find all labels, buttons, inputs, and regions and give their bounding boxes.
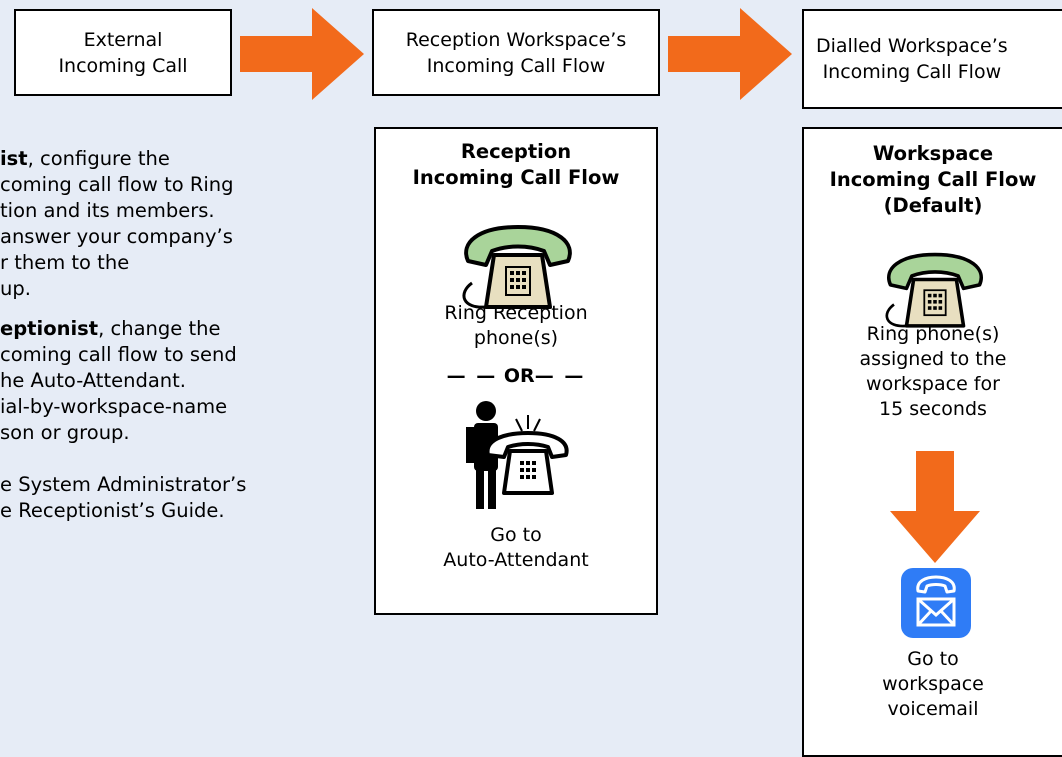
workspace-panel-title: Workspace Incoming Call Flow (Default) <box>804 141 1062 219</box>
text-line: coming call flow to send <box>0 343 237 366</box>
text-line: e System Administrator’s <box>0 473 247 496</box>
emphasis-text: ist <box>0 147 28 170</box>
ring-workspace-caption: Ring phone(s) assigned to the workspace … <box>804 322 1062 422</box>
workspace-call-flow-panel: Workspace Incoming Call Flow (Default) R… <box>802 127 1062 757</box>
caption-line: 15 seconds <box>879 398 987 420</box>
caption-line: Auto-Attendant <box>443 549 589 571</box>
caption-line: Go to <box>490 524 542 546</box>
step-reception-flow-box: Reception Workspace’s Incoming Call Flow <box>372 9 660 96</box>
text-line: coming call flow to Ring <box>0 173 234 196</box>
text-line: he Auto-Attendant. <box>0 369 186 392</box>
step-external-call-line1: External <box>83 28 163 51</box>
text-line: tion and its members. <box>0 199 215 222</box>
caption-line: assigned to the <box>859 348 1007 370</box>
step-external-call-line2: Incoming Call <box>58 54 188 77</box>
phone-icon <box>885 252 983 328</box>
step-external-call-box: External Incoming Call <box>14 9 232 96</box>
emphasis-text: eptionist <box>0 317 99 340</box>
ring-reception-caption: Ring Reception phone(s) <box>376 301 656 351</box>
title-line: (Default) <box>883 194 983 217</box>
reception-panel-title: Reception Incoming Call Flow <box>376 139 656 191</box>
caption-line: Ring phone(s) <box>866 323 1000 345</box>
caption-line: Ring Reception <box>444 302 588 324</box>
text-line: , configure the <box>27 147 170 170</box>
down-arrow-icon <box>890 451 980 563</box>
instructions-text: ist, configure the coming call flow to R… <box>0 146 340 538</box>
step-dialled-workspace-line2: Incoming Call Flow <box>822 61 1002 83</box>
text-line: e Receptionist’s Guide. <box>0 499 225 522</box>
text-line: son or group. <box>0 421 130 444</box>
text-line: , change the <box>98 317 221 340</box>
step-dialled-workspace-box: Dialled Workspace’s Incoming Call Flow <box>802 9 1062 109</box>
title-line: Incoming Call Flow <box>829 168 1037 191</box>
caption-line: Go to <box>907 648 959 670</box>
reception-call-flow-panel: Reception Incoming Call Flow Ring Recept… <box>374 127 658 615</box>
voicemail-caption: Go to workspace voicemail <box>804 647 1062 722</box>
auto-attendant-caption: Go to Auto-Attendant <box>376 523 656 573</box>
step-dialled-workspace-line1: Dialled Workspace’s <box>816 35 1008 57</box>
text-line: ial-by-workspace-name <box>0 395 228 418</box>
caption-line: workspace <box>882 673 984 695</box>
step-reception-flow-line1: Reception Workspace’s <box>405 28 627 51</box>
right-arrow-icon <box>668 8 792 100</box>
voicemail-icon <box>901 568 971 638</box>
right-arrow-icon <box>240 8 364 100</box>
phone-icon <box>462 225 572 309</box>
title-line: Incoming Call Flow <box>412 166 620 189</box>
caption-line: phone(s) <box>473 327 559 349</box>
title-line: Workspace <box>872 142 994 165</box>
text-line: answer your company’s <box>0 225 233 248</box>
or-label: OR <box>503 365 535 387</box>
text-line: up. <box>0 277 31 300</box>
step-reception-flow-line2: Incoming Call Flow <box>426 54 606 77</box>
instructions-paragraph-1: ist, configure the coming call flow to R… <box>0 146 340 302</box>
instructions-paragraph-2: eptionist, change the coming call flow t… <box>0 316 340 446</box>
person-phone-icon <box>466 401 569 509</box>
caption-line: voicemail <box>887 698 979 720</box>
or-separator: — — OR— — <box>446 365 586 387</box>
title-line: Reception <box>460 140 572 163</box>
caption-line: workspace for <box>866 373 1000 395</box>
instructions-paragraph-3: e System Administrator’s e Receptionist’… <box>0 472 340 524</box>
text-line: r them to the <box>0 251 130 274</box>
